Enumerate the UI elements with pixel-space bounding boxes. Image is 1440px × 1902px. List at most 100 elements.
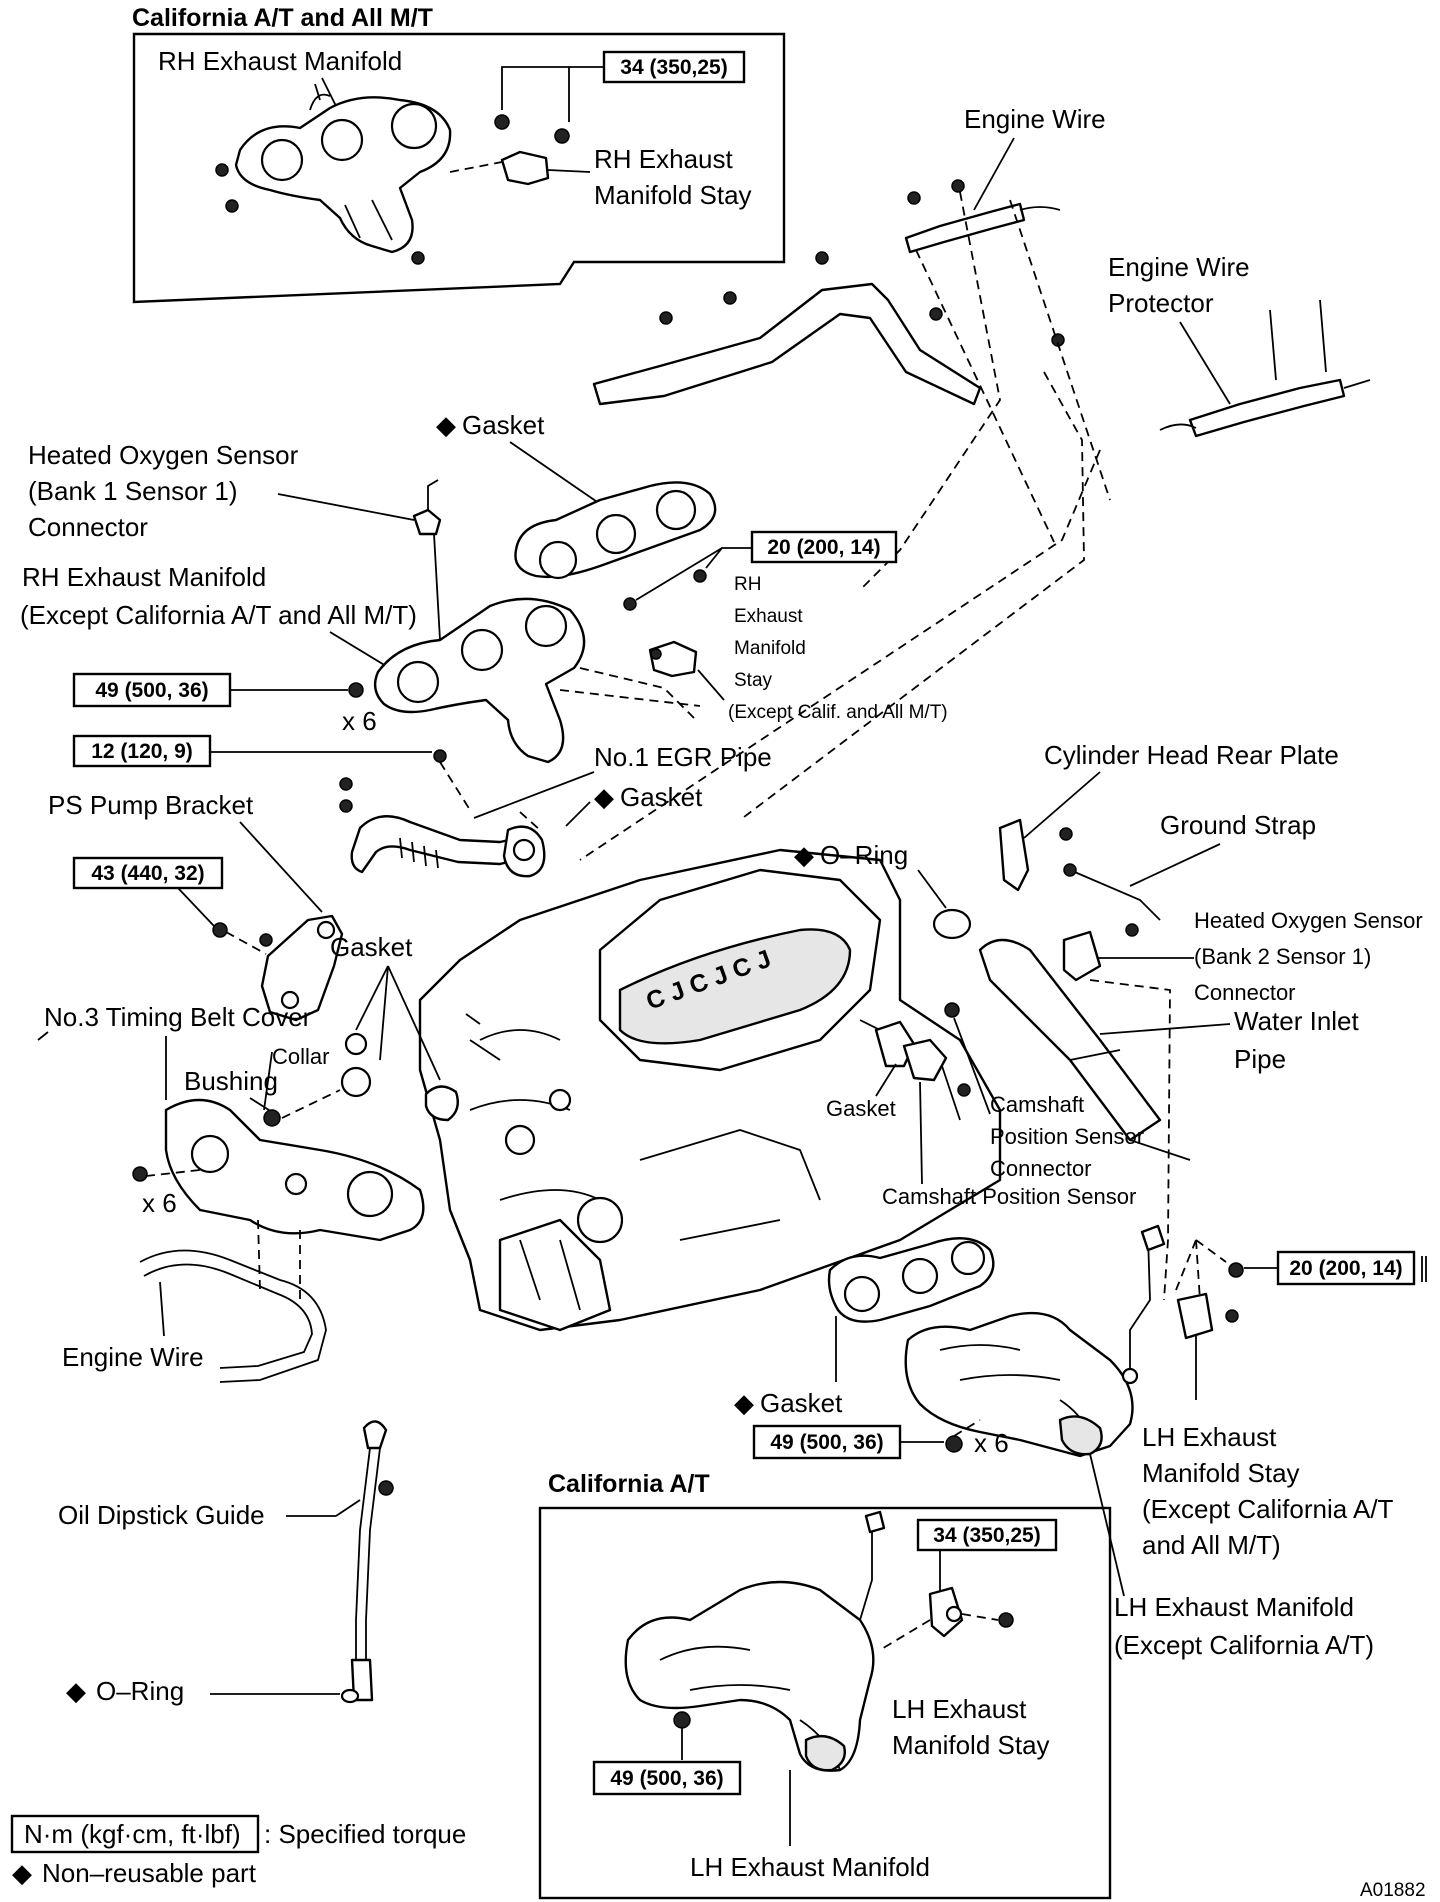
label-gasket-egr: Gasket xyxy=(620,782,703,812)
leader xyxy=(875,1063,897,1097)
label-cam-conn-3: Connector xyxy=(990,1156,1092,1181)
leader xyxy=(1179,321,1231,405)
leader xyxy=(919,1081,923,1185)
torque-box-rh-stay xyxy=(750,530,898,564)
leader xyxy=(159,1281,165,1337)
label-lh-stay-inset-1: LH Exhaust xyxy=(892,1694,1027,1724)
label-gasket-top: Gasket xyxy=(462,410,545,440)
legend-nonreusable: Non–reusable part xyxy=(42,1858,257,1888)
label-ho2s-b1-3: Connector xyxy=(28,512,148,542)
leader xyxy=(1099,1023,1231,1035)
rh-stay-part xyxy=(648,640,698,678)
lh-stay-part xyxy=(1176,1292,1214,1340)
lh-stay-inset-part xyxy=(928,1586,964,1638)
label-rh-manifold-2: (Except California A/T and All M/T) xyxy=(20,600,417,630)
leader xyxy=(501,66,604,122)
label-cam-conn-1: Camshaft xyxy=(990,1092,1084,1117)
lh-exhaust-manifold-inset-part xyxy=(624,1580,875,1772)
engine-wire-protector-mid-part xyxy=(592,282,982,406)
leader xyxy=(249,1051,273,1113)
engine-wire-bottom-part xyxy=(139,1249,327,1383)
leader xyxy=(277,493,415,521)
leader xyxy=(1129,843,1221,887)
torque-box-ps-bracket xyxy=(72,856,224,890)
torque-box-rh-manifold xyxy=(72,672,232,708)
label-lh-manifold-1: LH Exhaust Manifold xyxy=(1114,1592,1354,1622)
label-rh-stay-inset-2: Manifold Stay xyxy=(594,180,752,210)
engine-wire-top-group: Engine Wire Engine Wire Protector xyxy=(579,104,1371,861)
label-ground-strap: Ground Strap xyxy=(1160,810,1316,840)
leader xyxy=(565,801,591,827)
legend-unit-box-text: N·m (kgf·cm, ft·lbf) xyxy=(24,1819,241,1849)
label-rh-stay-4: Stay xyxy=(734,670,773,691)
label-lh-manifold-inset: LH Exhaust Manifold xyxy=(690,1852,930,1882)
engine-block: C J C J C J xyxy=(418,848,1191,1332)
label-gasket-left: Gasket xyxy=(330,932,413,962)
right-mid-labels: Cylinder Head Rear Plate Ground Strap ◆ … xyxy=(330,740,1423,1301)
inset-california-at: California A/T 34 (350,25) LH Exhaust Ma… xyxy=(538,1470,1112,1900)
leader xyxy=(329,631,387,667)
inset-frame-bottom xyxy=(538,1506,1112,1900)
torque-box-bottom-stay xyxy=(916,1518,1058,1552)
label-no3-timing-cover: No.3 Timing Belt Cover xyxy=(44,1002,312,1032)
symbol-diamond: ◆ xyxy=(734,1388,754,1418)
label-o-ring-bottom: O–Ring xyxy=(96,1676,184,1706)
label-ew-protector-right-1: Engine Wire xyxy=(1108,252,1250,282)
leader xyxy=(177,887,215,927)
water-inlet-pipe-part xyxy=(978,938,1162,1142)
label-rh-stay-1: RH xyxy=(734,574,761,595)
rh-exhaust-manifold-inset-part xyxy=(215,83,452,265)
torque-box-egr xyxy=(72,734,212,768)
label-lh-stay-1: LH Exhaust xyxy=(1142,1422,1277,1452)
torque-ps-bracket: 43 (440, 32) xyxy=(91,862,204,885)
leader xyxy=(917,869,947,909)
leader xyxy=(953,1017,991,1115)
label-engine-wire-bottom: Engine Wire xyxy=(62,1342,204,1372)
engine-wire-protector-right-part xyxy=(1188,378,1346,438)
rh-manifold-group: ◆ Gasket Heated Oxygen Sensor (Bank 1 Se… xyxy=(20,410,948,764)
label-rh-stay-3: Manifold xyxy=(734,638,806,659)
leader xyxy=(1023,771,1101,839)
torque-box-bottom-manifold xyxy=(592,1760,742,1796)
cyl-head-rear-plate-part xyxy=(998,818,1030,892)
leader xyxy=(1089,1453,1125,1597)
label-ps-pump-bracket: PS Pump Bracket xyxy=(48,790,254,820)
label-ho2s-b1-1: Heated Oxygen Sensor xyxy=(28,440,299,470)
label-lh-stay-3: (Except California A/T xyxy=(1142,1494,1394,1524)
label-lh-stay-inset-2: Manifold Stay xyxy=(892,1730,1050,1760)
symbol-diamond: ◆ xyxy=(436,410,456,440)
inset-title-bottom: California A/T xyxy=(548,1470,710,1498)
label-o-ring-mid: O–Ring xyxy=(820,840,908,870)
leader xyxy=(973,137,1015,211)
label-lh-stay-2: Manifold Stay xyxy=(1142,1458,1300,1488)
label-engine-wire-top: Engine Wire xyxy=(964,104,1106,134)
leader xyxy=(509,441,607,509)
inset-california-at-all-mt: California A/T and All M/T RH Exhaust Ma… xyxy=(132,4,786,304)
label-lh-manifold-2: (Except California A/T) xyxy=(1114,1630,1374,1660)
timing-belt-cover-group: No.3 Timing Belt Cover Collar Bushing x … xyxy=(37,1002,425,1383)
o-ring-part xyxy=(932,908,972,940)
label-rh-stay-5: (Except Calif. and All M/T) xyxy=(728,702,948,723)
leader xyxy=(547,169,591,173)
symbol-diamond: ◆ xyxy=(12,1858,32,1888)
label-cam-sensor: Camshaft Position Sensor xyxy=(882,1184,1136,1209)
leader xyxy=(635,547,752,601)
label-x6-cover: x 6 xyxy=(142,1188,177,1218)
leader xyxy=(239,821,323,913)
symbol-diamond: ◆ xyxy=(66,1676,86,1706)
label-ho2s-b1-2: (Bank 1 Sensor 1) xyxy=(28,476,238,506)
lh-manifold-group: 20 (200, 14) LH Exhaust Manifold Stay (E… xyxy=(734,1224,1427,1660)
label-rh-stay-inset-1: RH Exhaust xyxy=(594,144,733,174)
leader xyxy=(697,669,725,701)
label-rh-stay-2: Exhaust xyxy=(734,606,803,627)
torque-rh-stay: 20 (200, 14) xyxy=(767,536,880,559)
label-ho2s-b2-3: Connector xyxy=(1194,980,1296,1005)
label-collar: Collar xyxy=(272,1044,329,1069)
legend: N·m (kgf·cm, ft·lbf) : Specified torque … xyxy=(10,1814,1426,1901)
inset-title-top: California A/T and All M/T xyxy=(132,4,433,32)
ps-pump-bracket-part xyxy=(260,914,344,1022)
label-ew-protector-right-2: Protector xyxy=(1108,288,1214,318)
oil-dipstick-group: Oil Dipstick Guide ◆ O–Ring xyxy=(58,1420,394,1706)
symbol-diamond: ◆ xyxy=(794,840,814,870)
